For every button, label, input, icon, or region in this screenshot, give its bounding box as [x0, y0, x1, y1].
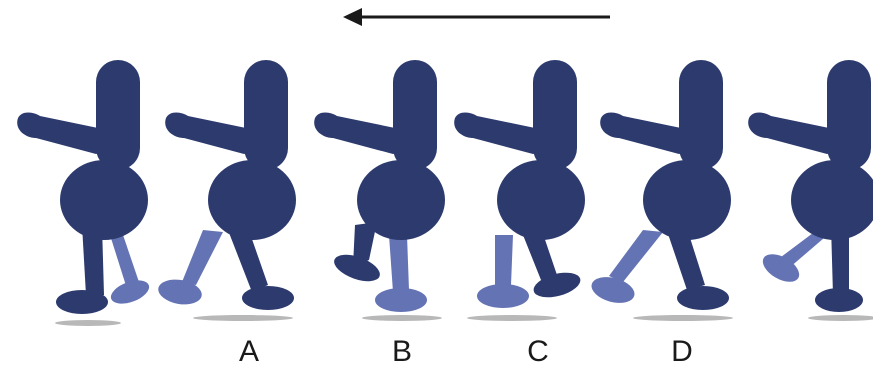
back-leg	[495, 235, 513, 288]
arm	[165, 112, 258, 154]
head	[533, 60, 577, 170]
head	[244, 60, 288, 170]
frame-label-d: D	[671, 335, 693, 368]
arm	[600, 112, 693, 154]
walker-figure	[454, 60, 585, 321]
back-leg	[777, 230, 831, 268]
walker-figure	[748, 60, 873, 321]
front-foot	[242, 286, 294, 310]
head	[679, 60, 723, 170]
back-foot	[591, 277, 635, 303]
walker-figure	[17, 60, 150, 326]
ground-shadow	[467, 315, 557, 321]
arm	[748, 112, 841, 154]
ground-shadow	[193, 315, 293, 321]
walker-figure	[314, 60, 445, 321]
back-foot	[477, 284, 529, 308]
ground-shadow	[55, 320, 121, 326]
ground-shadow	[362, 315, 442, 321]
arm	[314, 112, 407, 154]
arrow-left-icon	[343, 8, 610, 26]
arm	[454, 112, 547, 154]
front-foot	[533, 272, 581, 298]
front-leg	[665, 222, 705, 290]
front-foot	[334, 254, 380, 282]
arm	[17, 112, 110, 154]
torso	[357, 160, 445, 240]
back-foot	[158, 279, 202, 305]
back-leg	[609, 230, 663, 282]
torso	[60, 160, 148, 240]
torso	[497, 160, 585, 240]
ground-shadow	[633, 315, 733, 321]
back-leg	[182, 230, 223, 285]
front-leg	[226, 222, 268, 292]
front-foot	[677, 286, 729, 310]
front-leg	[831, 225, 849, 295]
back-foot	[762, 254, 800, 282]
walker-figure	[591, 60, 733, 321]
frame-label-b: B	[391, 335, 412, 368]
torso	[643, 160, 731, 240]
head	[827, 60, 871, 170]
back-foot	[110, 280, 150, 304]
walker-figure	[158, 60, 296, 321]
front-foot	[56, 290, 108, 314]
torso	[791, 160, 873, 240]
back-leg	[389, 235, 409, 292]
frame-label-a: A	[238, 335, 259, 368]
frame-label-c: C	[527, 335, 549, 368]
front-foot	[815, 288, 863, 312]
ground-shadow	[808, 315, 873, 321]
torso	[208, 160, 296, 240]
back-leg	[110, 232, 140, 292]
front-leg	[82, 225, 104, 295]
back-foot	[375, 288, 427, 312]
head	[96, 60, 140, 170]
head	[393, 60, 437, 170]
front-leg	[519, 222, 557, 280]
front-leg	[353, 222, 377, 266]
